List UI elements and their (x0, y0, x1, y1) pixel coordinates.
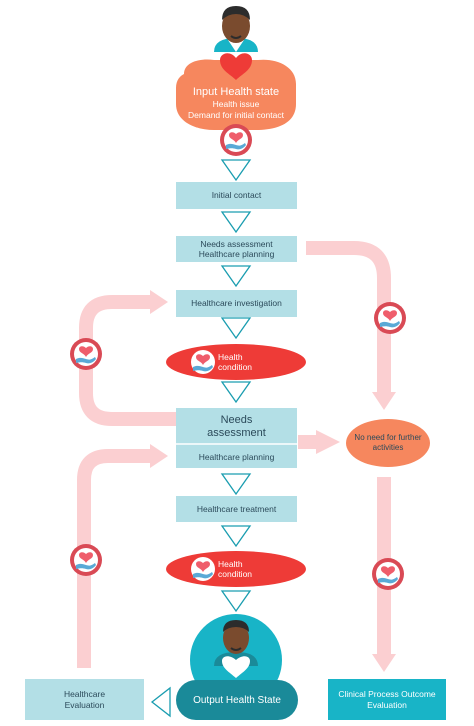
input-state-node (176, 59, 296, 130)
health-condition-1-line1: Health (218, 351, 243, 362)
care-hand-icon (374, 302, 406, 334)
no-further-line2: activities (372, 443, 404, 452)
needs-assessment-2-bottom: Healthcare planning (176, 446, 297, 468)
needs-assessment-box-2 (176, 408, 297, 468)
initial-contact-box (176, 182, 297, 209)
healthcare-investigation-text: Healthcare investigation (191, 298, 282, 309)
output-state-bar (176, 680, 298, 720)
input-state-line1: Health issue (212, 99, 260, 110)
person-icon (214, 620, 258, 678)
healthcare-treatment-text: Healthcare treatment (196, 503, 277, 514)
clinical-outcome-box (328, 679, 446, 720)
input-state-label: Input Health state Health issue Demand f… (176, 83, 296, 123)
heart-icon (220, 53, 252, 80)
needs-assessment-2-line2: assessment (207, 427, 266, 439)
health-condition-1-line2: condition (218, 362, 253, 372)
clinical-outcome-line2: Evaluation (367, 699, 407, 710)
triangle-down-icon (221, 211, 251, 233)
care-hand-icon (191, 350, 215, 374)
initial-contact-text: Initial contact (211, 190, 262, 201)
healthcare-evaluation-label: Healthcare Evaluation (25, 679, 144, 720)
health-condition-1-label: Health condition (218, 350, 274, 374)
initial-contact-label: Initial contact (176, 182, 297, 209)
triangle-down-icon (221, 381, 251, 403)
person-icon (214, 6, 258, 52)
branch-arrow-no-need (306, 241, 391, 395)
input-state-line2: Demand for initial contact (188, 109, 284, 120)
loop-arrow-planning (77, 449, 152, 668)
care-hand-icon (372, 558, 404, 590)
care-hand-icon (191, 557, 215, 581)
healthcare-treatment-label: Healthcare treatment (176, 496, 297, 522)
triangle-down-icon (221, 590, 251, 612)
triangle-down-icon (221, 317, 251, 339)
healthcare-treatment-box (176, 496, 297, 522)
no-further-line1: No need for further (354, 433, 422, 443)
needs-assessment-box-1 (176, 236, 297, 262)
needs-assessment-1-line1: Needs assessment (200, 238, 273, 249)
triangle-down-icon (221, 473, 251, 495)
care-hand-icon (70, 544, 102, 576)
healthcare-evaluation-box (25, 679, 144, 720)
input-state-title: Input Health state (192, 86, 280, 99)
loop-arrow-heads (150, 290, 396, 672)
needs-assessment-1-line2: Healthcare planning (198, 249, 275, 259)
healthcare-investigation-box (176, 290, 297, 317)
output-state-text: Output Health State (193, 695, 281, 706)
healthcare-evaluation-line2: Evaluation (64, 699, 105, 710)
triangle-down-icon (221, 265, 251, 287)
no-further-activities-label: No need for further activities (346, 430, 430, 456)
clinical-outcome-label: Clinical Process Outcome Evaluation (328, 679, 446, 720)
output-state-label: Output Health State (176, 690, 298, 712)
triangle-left-icon (150, 686, 171, 718)
clinical-outcome-line1: Clinical Process Outcome (338, 689, 436, 700)
needs-assessment-2-top: Needs assessment (176, 410, 297, 444)
health-condition-2-label: Health condition (218, 557, 274, 581)
health-condition-2-line2: condition (218, 569, 253, 579)
care-hand-icon (70, 338, 102, 370)
needs-assessment-2-line1: Needs (220, 413, 253, 426)
healthcare-evaluation-line1: Healthcare (63, 689, 106, 700)
care-hand-icon (220, 124, 252, 156)
health-condition-2-line1: Health (218, 558, 243, 569)
needs-assessment-2-line3: Healthcare planning (198, 451, 275, 462)
triangle-down-icon (221, 159, 251, 181)
needs-assessment-1-label: Needs assessment Healthcare planning (176, 236, 297, 262)
healthcare-investigation-label: Healthcare investigation (176, 290, 297, 317)
no-further-activities-node (346, 419, 430, 467)
triangle-down-icon (221, 525, 251, 547)
